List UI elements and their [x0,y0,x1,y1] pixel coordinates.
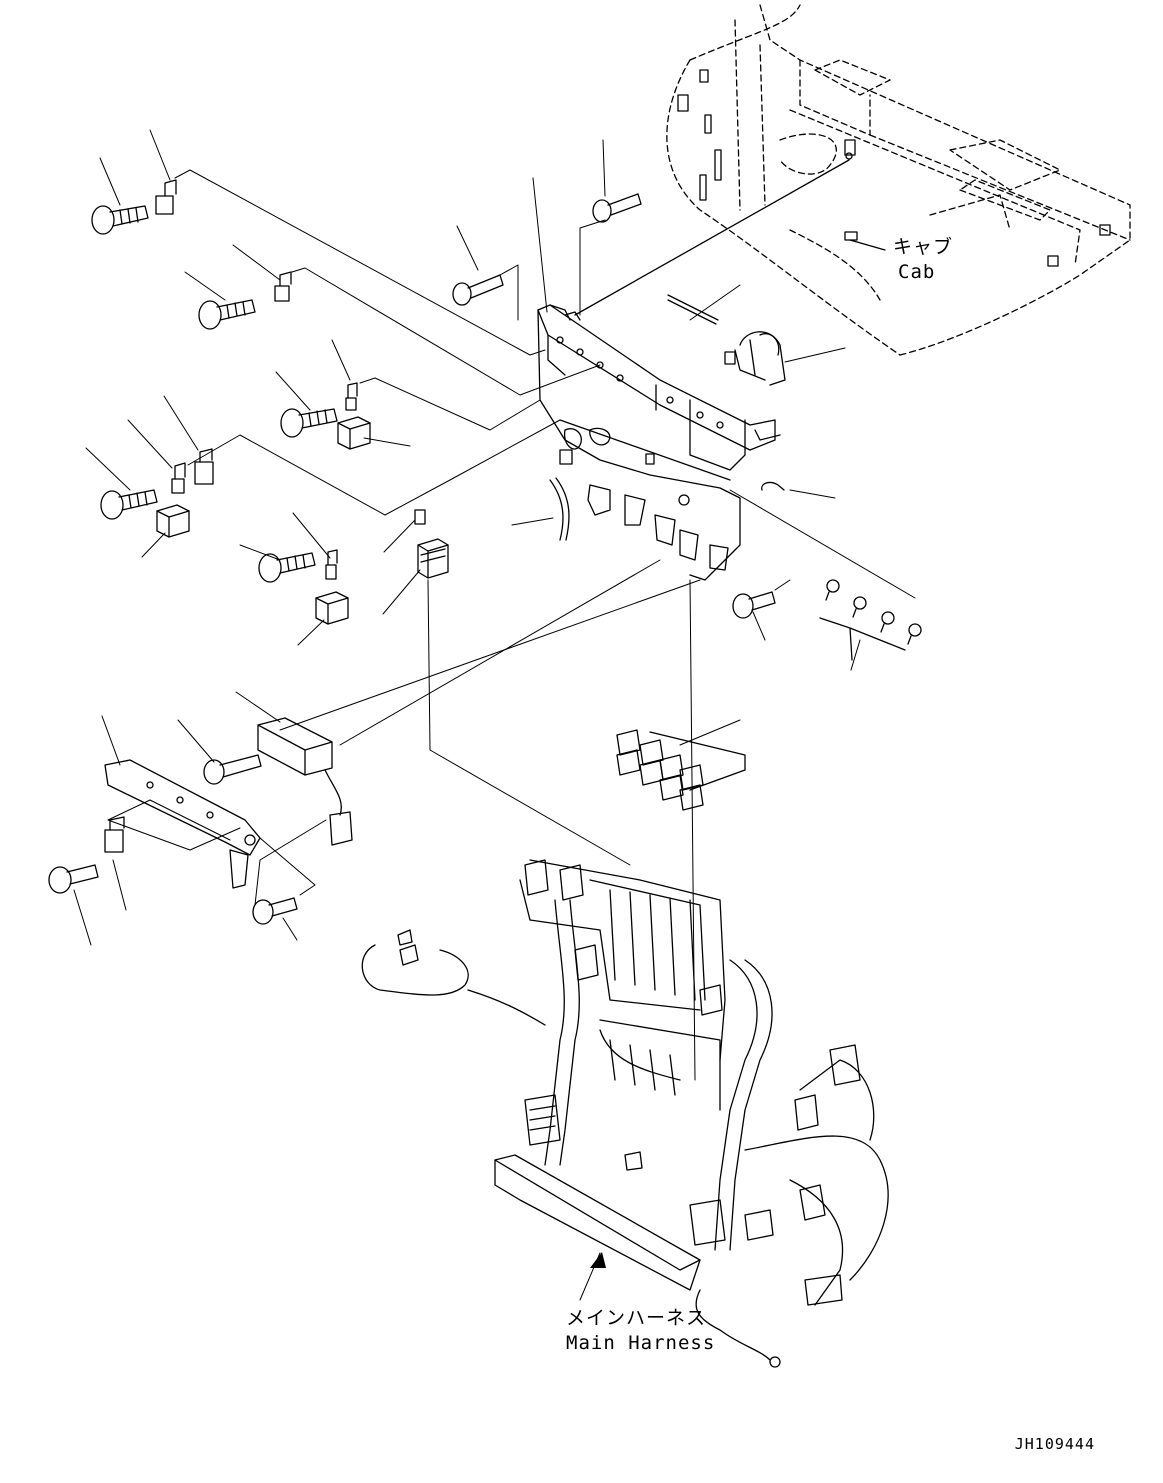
bolt-8 [203,754,262,785]
bolt-1 [91,205,149,235]
clip-3 [345,382,358,411]
cab-outline [666,4,1131,356]
main-harness-label-jp: メインハーネス [566,1307,707,1329]
hook [761,481,785,491]
connector-cluster [724,331,786,386]
assembly-lines [107,169,916,1081]
relay-3 [315,591,349,625]
clip-5 [194,448,214,485]
relay-4 [417,538,449,579]
cab-pointer [849,239,886,251]
clip-7 [414,509,426,525]
cab-details [677,69,1111,267]
cab-label-jp: キャブ [893,236,954,258]
figure-number: JH109444 [1014,1435,1095,1453]
main-harness [361,859,889,1368]
screw-group [819,579,922,661]
bolt-2 [198,299,256,330]
bolt-5 [258,552,316,583]
clip-4 [171,462,186,494]
leader-lines [73,129,861,1301]
harness-arrow [590,1252,606,1268]
rod [667,294,719,325]
lower-bracket [104,759,261,889]
clip-2 [274,271,292,302]
leader-cab [574,159,850,316]
bolt-10 [252,897,298,925]
controller-box [257,717,353,846]
curved-strip [549,477,570,541]
relay-1 [337,416,371,450]
clip-1 [155,179,177,215]
bolt-3 [280,408,338,438]
clip-6 [325,549,338,580]
cab-label-en: Cab [898,261,936,283]
bolt-11 [732,591,776,619]
clip-8 [104,816,125,853]
main-bracket [537,304,781,581]
bolt-4 [100,489,158,520]
bolt-7 [592,193,642,223]
main-harness-label-en: Main Harness [566,1332,716,1354]
relay-block [616,729,746,811]
bolt-9 [48,864,99,894]
relay-2 [156,504,190,538]
bolt-6 [452,274,504,306]
